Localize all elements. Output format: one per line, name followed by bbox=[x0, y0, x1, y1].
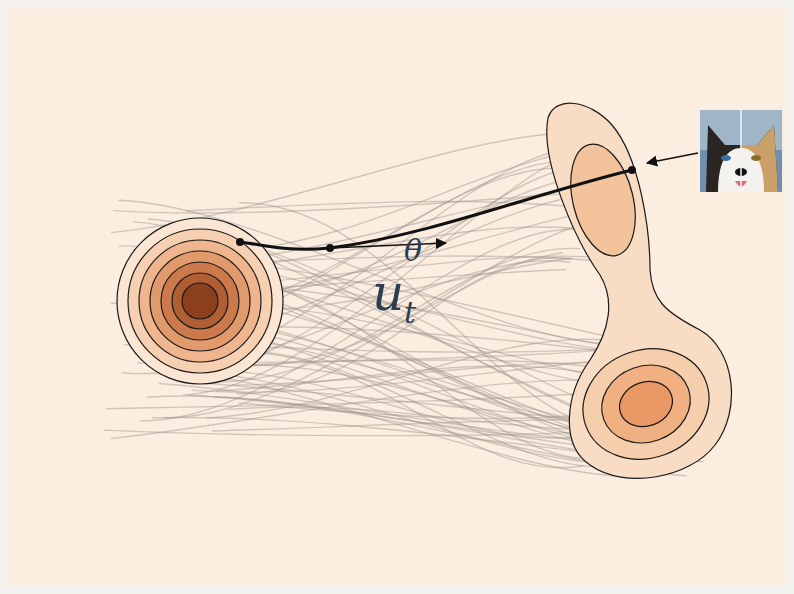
flow-line bbox=[113, 190, 610, 213]
flow-line bbox=[212, 345, 604, 352]
point bbox=[236, 238, 244, 246]
flow-line bbox=[224, 173, 605, 298]
flow-line bbox=[216, 366, 586, 391]
symbol-subscript: t bbox=[404, 298, 416, 328]
source-gaussian bbox=[117, 218, 283, 384]
flow-line bbox=[111, 133, 568, 233]
pointer-arrow bbox=[647, 153, 698, 163]
symbol-main: u bbox=[372, 268, 404, 318]
dog-image bbox=[700, 110, 782, 192]
flow-line bbox=[232, 256, 630, 263]
velocity-arrow bbox=[330, 243, 446, 248]
background-panel bbox=[8, 8, 786, 586]
symbol-superscript: θ bbox=[404, 236, 422, 266]
flow-line bbox=[239, 203, 609, 430]
point bbox=[326, 244, 334, 252]
point bbox=[628, 166, 636, 174]
trajectory bbox=[240, 170, 632, 249]
